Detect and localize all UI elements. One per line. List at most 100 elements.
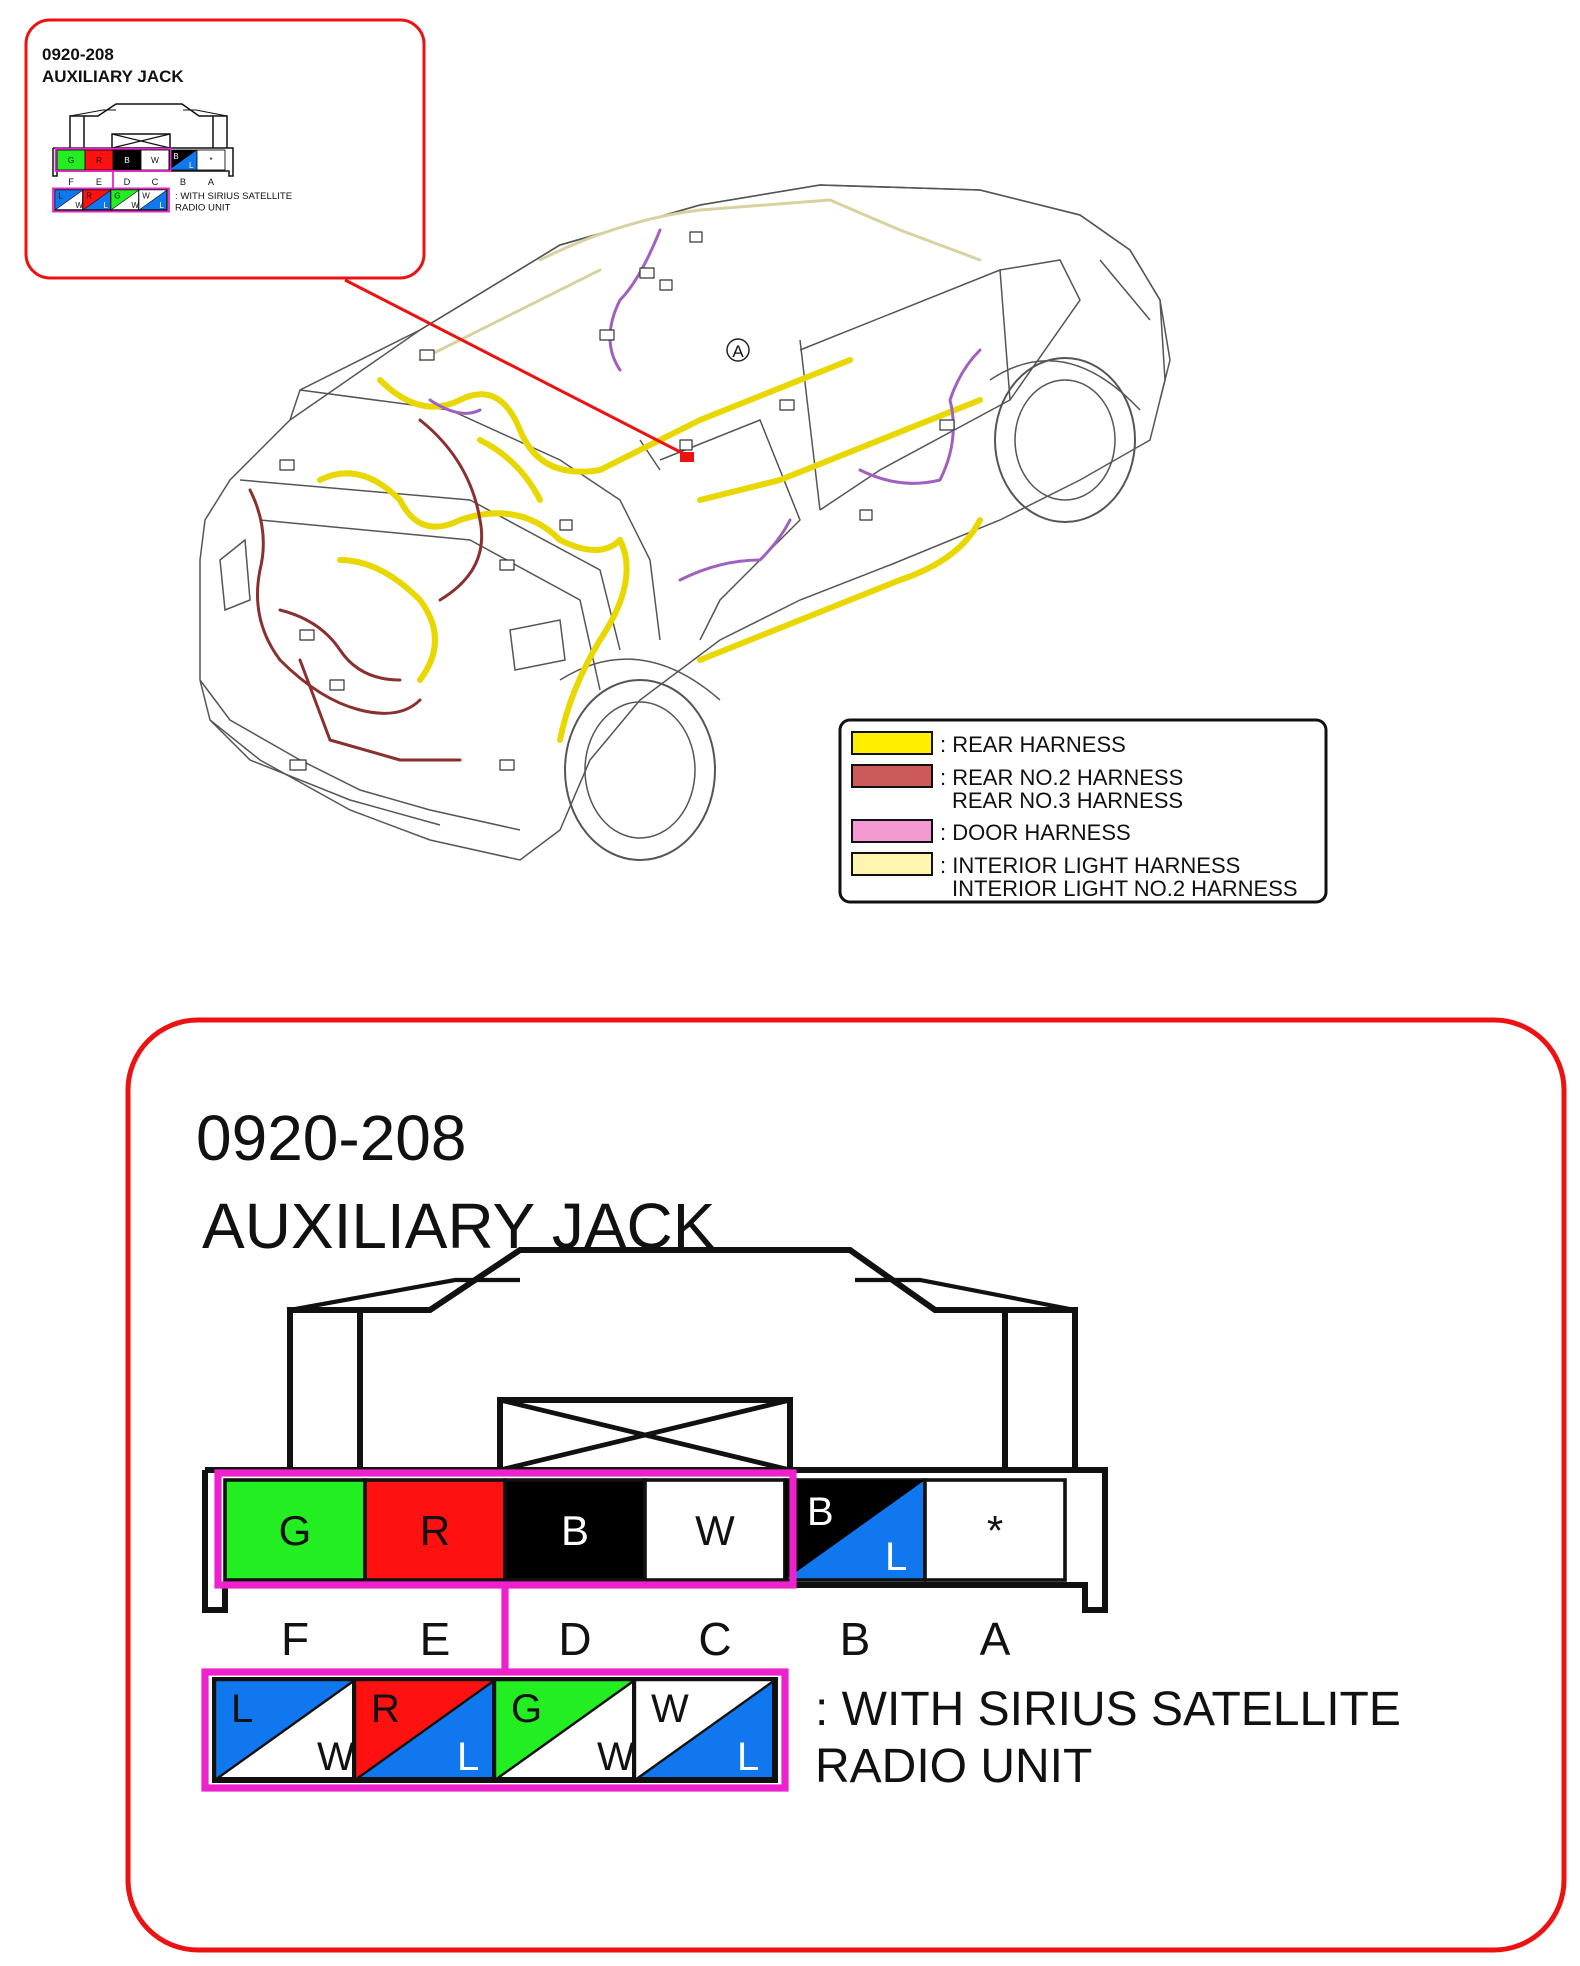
pin-d-color: B [124,155,130,165]
vehicle-illustration [199,184,1171,861]
sirius-pin-cell: LW [212,1677,359,1783]
pin-cell-e: R [363,1478,507,1582]
connector-latch [287,1247,1078,1470]
sirius-pin-cell: LW [54,189,84,211]
pin-cell-a: * [196,149,226,171]
legend-label-2: REAR NO.3 HARNESS [952,788,1183,813]
pin-b-color-bottom: L [189,161,194,170]
sirius-pin-color-top: L [231,1687,253,1731]
sirius-variant-box [201,1668,789,1792]
legend-label: : REAR HARNESS [940,732,1126,757]
sirius-pin-color-bottom: L [159,201,164,210]
pin-cell-e: R [84,149,114,171]
small-connector-code: 0920-208 [42,45,114,64]
legend-swatch [851,764,933,788]
pin-b-color-bottom: L [885,1535,907,1579]
sirius-pin-color-bottom: W [131,201,139,210]
pin-b-color-top: B [173,152,178,161]
sirius-pin-color-top: G [511,1687,542,1731]
pin-letter-d: D [558,1613,591,1665]
svg-text:A: A [732,342,744,361]
sirius-pin-color-top: R [86,191,92,200]
sirius-pin-color-bottom: W [597,1735,635,1779]
connector-body [52,147,234,177]
pin-f-color: G [279,1507,312,1554]
pin-letter-a: A [208,177,215,187]
sirius-pin-cell: WL [632,1677,779,1783]
pin-letter-e: E [96,177,102,187]
small-connector-name: AUXILIARY JACK [42,67,184,86]
legend-label: : INTERIOR LIGHT HARNESS [940,853,1240,878]
legend-row: : REAR HARNESS [851,731,1126,757]
sirius-pin-color-top: L [58,191,63,200]
sirius-pin-color-top: R [371,1687,400,1731]
pin-e-color: R [420,1507,450,1554]
pin-cell-c: W [140,149,170,171]
legend-swatch [851,731,933,755]
pin-cell-b: BL [783,1478,927,1582]
sirius-pin-cell: GW [492,1677,639,1783]
sirius-pin-cell: RL [352,1677,499,1783]
pin-cell-c: W [643,1478,787,1582]
connector-location-mark [680,452,694,462]
pin-f-color: G [68,155,75,165]
pin-cell-f: G [223,1478,367,1582]
sirius-pin-cell: GW [110,189,140,211]
pin-cell-d: B [503,1478,647,1582]
legend-label: : DOOR HARNESS [940,820,1131,845]
sirius-pin-color-bottom: L [103,201,108,210]
connector-latch [69,103,228,148]
sirius-pin-color-top: G [114,191,120,200]
small-callout: 0920-208 AUXILIARY JACK GFREBDWCBLB*ALWR… [24,18,426,280]
sirius-pin-color-bottom: L [457,1735,479,1779]
locator-marker-a: A [726,338,750,362]
sirius-pin-color-bottom: W [317,1735,355,1779]
connector-body [202,1467,1108,1613]
pin-letter-d: D [124,177,131,187]
pin-a-color: * [987,1507,1003,1554]
callout-leader-line [344,278,693,460]
legend-swatch [851,819,933,843]
pin-cell-d: B [112,149,142,171]
pin-letter-f: F [68,177,74,187]
large-callout: 0920-208 AUXILIARY JACK GFREBDWCBLB*ALWR… [125,1017,1567,1953]
pin-letter-f: F [281,1613,309,1665]
pin-cell-a: * [923,1478,1067,1582]
sirius-note-line2: RADIO UNIT [815,1740,1092,1793]
pin-a-color: * [209,155,213,165]
sirius-pin-color-top: W [651,1687,689,1731]
legend-label-2: INTERIOR LIGHT NO.2 HARNESS [952,876,1298,901]
sirius-variant-box [52,187,170,213]
sirius-pin-cell: RL [82,189,112,211]
pin-c-color: W [695,1507,735,1554]
legend-row: : DOOR HARNESS [851,819,1131,845]
sirius-note-line1: : WITH SIRIUS SATELLITE [175,191,292,202]
pin-e-color: R [96,155,102,165]
sirius-pin-color-top: W [142,191,150,200]
pin-letter-c: C [152,177,159,187]
pin-c-color: W [151,155,159,165]
pin-cell-b: BL [168,149,198,171]
legend-swatch [851,852,933,876]
sirius-note-line1: : WITH SIRIUS SATELLITE [815,1683,1401,1736]
sirius-pin-color-bottom: L [737,1735,759,1779]
sirius-note-line2: RADIO UNIT [175,202,231,213]
legend-label: : REAR NO.2 HARNESS [940,765,1183,790]
pin-cell-f: G [56,149,86,171]
pin-letter-b: B [180,177,186,187]
pin-letter-b: B [840,1613,871,1665]
sirius-pin-cell: WL [138,189,168,211]
pin-letter-c: C [698,1613,731,1665]
pin-letter-e: E [420,1613,451,1665]
pin-letter-a: A [980,1613,1011,1665]
harness-routing [248,198,983,771]
connector-code: 0920-208 [196,1102,466,1174]
pin-d-color: B [561,1507,589,1554]
sirius-pin-color-bottom: W [75,201,83,210]
